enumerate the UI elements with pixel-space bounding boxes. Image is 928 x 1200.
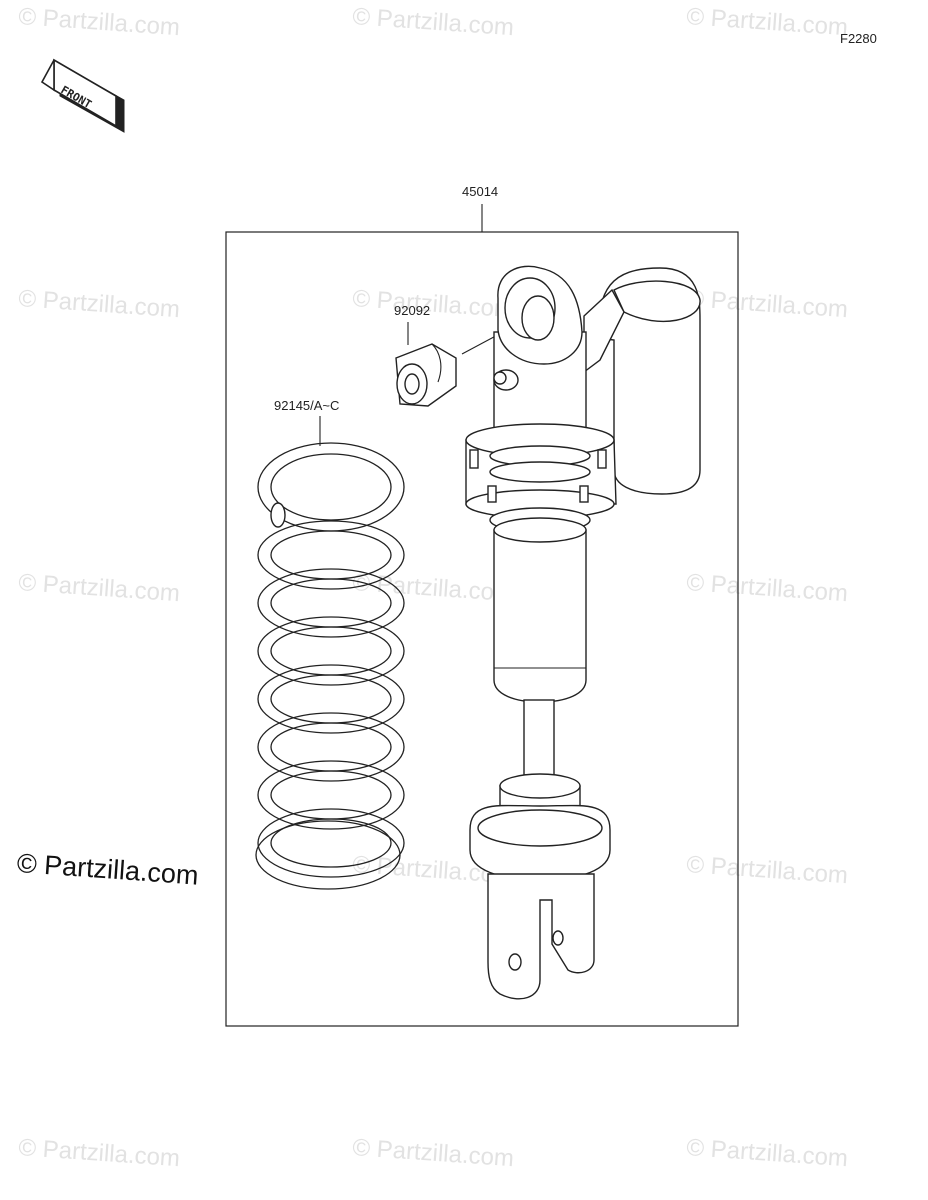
front-arrow-icon: FRONT — [40, 58, 125, 133]
watermark: © Partzilla.com — [686, 285, 849, 323]
collar-part — [395, 343, 457, 407]
shock-absorber — [465, 265, 701, 1000]
watermark: © Partzilla.com — [686, 3, 849, 41]
part-label-92092: 92092 — [394, 303, 430, 318]
watermark: © Partzilla.com — [686, 1134, 849, 1172]
watermark-layer: © Partzilla.com © Partzilla.com © Partzi… — [18, 3, 849, 1172]
watermark: © Partzilla.com — [18, 285, 181, 323]
watermark: © Partzilla.com — [18, 3, 181, 41]
part-label-45014: 45014 — [462, 184, 498, 199]
watermark: © Partzilla.com — [352, 285, 515, 323]
part-label-92145: 92145/A~C — [274, 398, 339, 413]
watermark: © Partzilla.com — [18, 569, 181, 607]
watermark: © Partzilla.com — [18, 1134, 181, 1172]
spring-part — [255, 442, 405, 890]
watermark: © Partzilla.com — [686, 851, 849, 889]
watermark: © Partzilla.com — [686, 569, 849, 607]
watermark: © Partzilla.com — [352, 3, 515, 41]
diagram-code: F2280 — [840, 31, 877, 46]
watermark: © Partzilla.com — [352, 1134, 515, 1172]
watermark: © Partzilla.com — [352, 569, 515, 607]
